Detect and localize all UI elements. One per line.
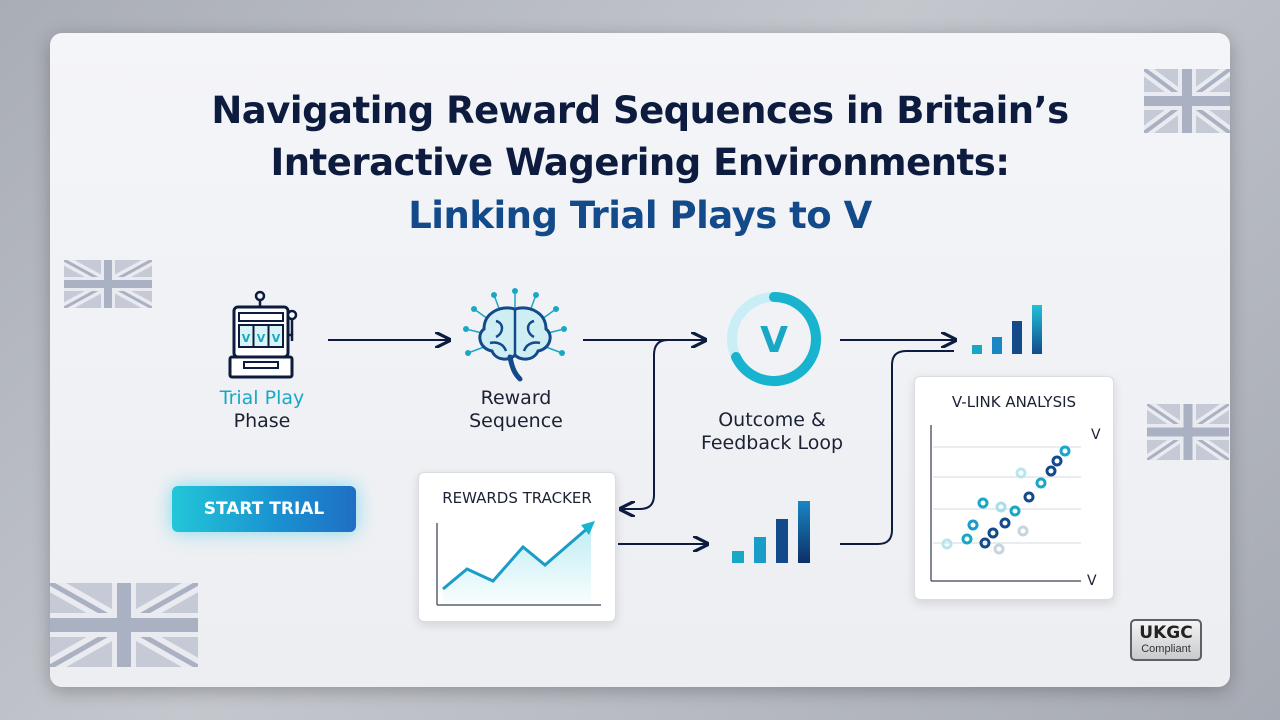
step-label-reward: Reward Sequence xyxy=(469,387,563,432)
bar-chart-icon xyxy=(732,501,810,563)
uk-flag-icon xyxy=(1144,69,1230,133)
rewards-line-chart xyxy=(436,521,601,606)
slot-reel-2: V xyxy=(257,332,266,345)
ring-letter: V xyxy=(760,320,788,361)
uk-flag-icon xyxy=(64,260,152,308)
vlink-x-axis-label: V xyxy=(1087,573,1097,589)
brain-icon xyxy=(463,288,567,382)
slot-reel-3: V xyxy=(272,332,281,345)
title-line-3: Linking Trial Plays to V xyxy=(408,194,872,237)
slot-machine-icon: V V V xyxy=(228,290,298,379)
vlink-scatter-chart: V V xyxy=(930,425,1101,589)
uk-flag-icon xyxy=(1147,404,1229,460)
vlink-y-axis-label: V xyxy=(1091,427,1101,443)
step-label-trial: Trial Play Phase xyxy=(219,387,305,432)
vlink-analysis-panel: V-LINK ANALYSIS V V xyxy=(914,376,1114,600)
step-label-outcome: Outcome & Feedback Loop xyxy=(700,409,844,454)
rewards-tracker-title: REWARDS TRACKER xyxy=(442,489,592,507)
rewards-tracker-panel: REWARDS TRACKER xyxy=(418,472,616,622)
outcome-v-ring-icon: V xyxy=(727,292,821,386)
ukgc-compliant-badge: UKGC Compliant xyxy=(1130,619,1202,661)
bar-chart-icon xyxy=(972,305,1042,354)
start-trial-button[interactable]: START TRIAL xyxy=(172,486,356,532)
infographic-card: Navigating Reward Sequences in Britain’s… xyxy=(50,33,1230,687)
title-line-1: Navigating Reward Sequences in Britain’s xyxy=(211,89,1069,132)
slot-reel-1: V xyxy=(242,332,251,345)
uk-flag-icon xyxy=(50,583,198,667)
vlink-analysis-title: V-LINK ANALYSIS xyxy=(951,393,1077,411)
title-line-2: Interactive Wagering Environments: xyxy=(270,141,1010,184)
page-title: Navigating Reward Sequences in Britain’s… xyxy=(50,85,1230,243)
